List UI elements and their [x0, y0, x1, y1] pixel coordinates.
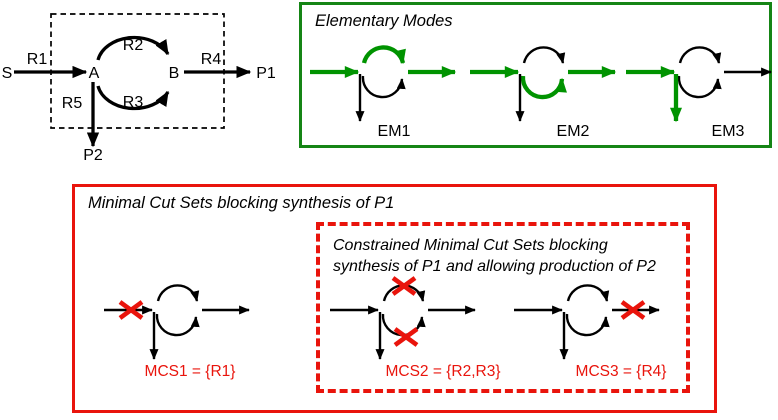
- constrained-mcs-title-line1: Constrained Minimal Cut Sets blocking: [333, 237, 608, 254]
- motif-r2-arrow: [156, 284, 200, 302]
- substrate-label: S: [2, 65, 13, 82]
- motif-r2-arrow: [566, 284, 610, 302]
- r4-label: R4: [201, 51, 222, 68]
- elementary-modes-panel: Elementary Modes EM1 EM2 EM3: [299, 2, 772, 148]
- motif-r3-arrow: [677, 75, 722, 99]
- motif-r3-arrow: [361, 75, 406, 99]
- motif-r2-arrow: [678, 46, 722, 64]
- product1-label: P1: [256, 65, 276, 82]
- reaction-r2-arc: [96, 35, 170, 61]
- em2-motif: [467, 26, 622, 138]
- mcs1-motif: [101, 264, 256, 376]
- motif-r3-arrow: [520, 75, 567, 100]
- node-a-label: A: [89, 65, 100, 82]
- mcs2-label: MCS2 = {R2,R3}: [385, 363, 501, 380]
- r2-label: R2: [123, 37, 144, 54]
- constrained-mcs-title: Constrained Minimal Cut Sets blocking sy…: [333, 235, 656, 277]
- motif-r3-arrow: [565, 313, 610, 337]
- motif-r2-arrow: [522, 46, 566, 64]
- cut-cross-r4: [620, 300, 646, 320]
- constrained-mcs-dashed-box: Constrained Minimal Cut Sets blocking sy…: [316, 222, 690, 393]
- r3-label: R3: [123, 94, 144, 111]
- motif-r3-arrow: [155, 313, 200, 337]
- mcs3-label: MCS3 = {R4}: [575, 363, 667, 380]
- cut-cross-r2: [391, 276, 417, 296]
- minimal-cut-sets-title: Minimal Cut Sets blocking synthesis of P…: [88, 194, 395, 212]
- em1-label: EM1: [377, 123, 411, 140]
- em2-label: EM2: [556, 123, 590, 140]
- reaction-r3-arc: [96, 85, 170, 111]
- network-diagram: S R1 A R2 R3 B R4 P1 R5 P2: [2, 13, 276, 164]
- cut-cross-r1: [118, 300, 144, 320]
- minimal-cut-sets-panel: Minimal Cut Sets blocking synthesis of P…: [72, 184, 717, 413]
- cut-cross-r3: [393, 327, 419, 347]
- node-b-label: B: [169, 65, 180, 82]
- mcs2-motif: [327, 264, 482, 376]
- constrained-mcs-title-line2: synthesis of P1 and allowing production …: [333, 258, 656, 275]
- mcs1-label: MCS1 = {R1}: [144, 363, 236, 380]
- em3-motif: [623, 26, 778, 138]
- product2-label: P2: [83, 147, 103, 164]
- r5-label: R5: [62, 95, 83, 112]
- r1-label: R1: [27, 51, 48, 68]
- mcs3-motif: [511, 264, 666, 376]
- elementary-modes-title: Elementary Modes: [315, 12, 453, 30]
- em3-label: EM3: [711, 123, 745, 140]
- motif-r2-arrow: [361, 45, 406, 65]
- em1-motif: [307, 26, 462, 138]
